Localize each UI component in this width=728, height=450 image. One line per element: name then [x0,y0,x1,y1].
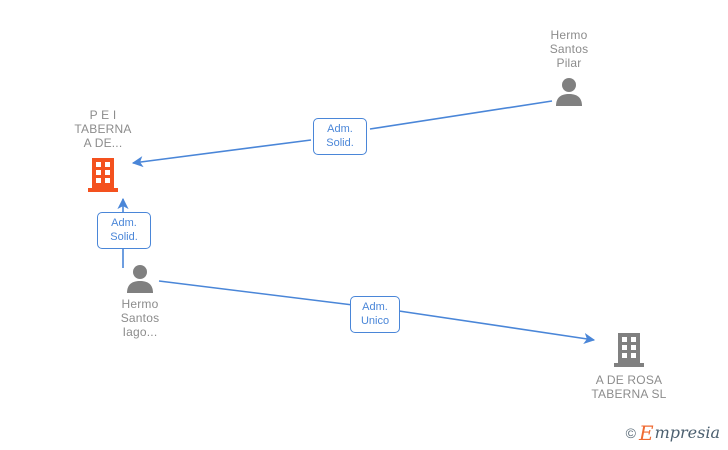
edge-label-adm-solid-iago[interactable]: Adm. Solid. [97,212,151,249]
edge-label-adm-solid-pilar[interactable]: Adm. Solid. [313,118,367,155]
node-hermo-santos-iago[interactable]: Hermo Santos Iago... [80,263,200,339]
node-label-pei-taberna: P E I TABERNA A DE... [74,108,132,150]
node-label-hermo-santos-pilar: Hermo Santos Pilar [549,28,589,70]
building-icon[interactable] [559,331,699,369]
node-a-de-rosa-taberna-sl[interactable]: A DE ROSA TABERNA SL [559,331,699,401]
node-label-a-de-rosa-taberna-sl: A DE ROSA TABERNA SL [591,373,667,401]
copyright-symbol: © [625,425,636,441]
person-icon[interactable] [80,263,200,293]
edge-label-adm-unico[interactable]: Adm. Unico [350,296,400,333]
node-hermo-santos-pilar[interactable]: Hermo Santos Pilar [509,28,629,106]
edge-pilar-to-pei [131,100,553,168]
brand-initial: E [638,421,654,445]
person-icon[interactable] [509,70,629,106]
watermark-empresia: © E mpresia [625,421,720,445]
edge-iago-to-a-de-rosa [158,280,596,345]
building-icon[interactable] [43,150,163,194]
brand-name: mpresia [654,423,720,442]
node-pei-taberna[interactable]: P E I TABERNA A DE... [43,108,163,194]
node-label-hermo-santos-iago: Hermo Santos Iago... [120,297,160,339]
